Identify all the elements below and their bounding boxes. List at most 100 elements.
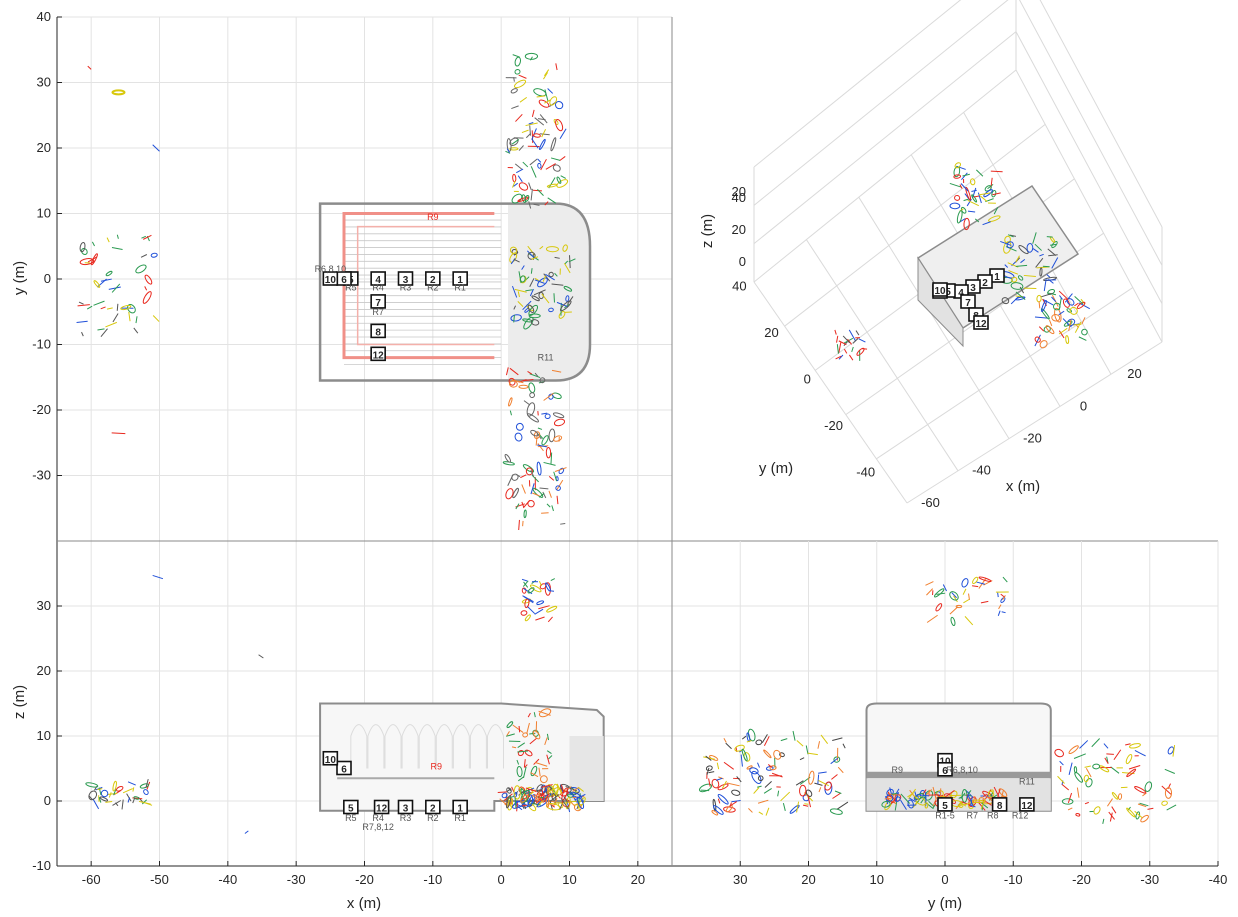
reflection-mark bbox=[548, 590, 555, 592]
reflection-mark bbox=[543, 273, 551, 282]
reflection-mark bbox=[967, 794, 974, 806]
reflection-mark bbox=[1076, 787, 1080, 798]
reflection-mark bbox=[551, 793, 557, 801]
reflection-mark bbox=[541, 129, 547, 138]
reflection-mark bbox=[958, 802, 964, 809]
reflection-mark bbox=[971, 189, 977, 193]
reflection-mark bbox=[1043, 278, 1047, 292]
reflection-mark bbox=[532, 730, 541, 740]
reflection-mark bbox=[527, 370, 533, 375]
source-box bbox=[370, 294, 386, 309]
source-label: 8 bbox=[375, 327, 381, 338]
reflection-mark bbox=[965, 186, 972, 201]
reflection-mark bbox=[512, 181, 516, 188]
reflection-mark bbox=[1010, 282, 1024, 290]
reflection-mark bbox=[539, 138, 546, 151]
reflection-mark bbox=[522, 161, 529, 168]
reflection-mark bbox=[838, 342, 842, 353]
reflection-mark bbox=[539, 775, 548, 784]
reflection-mark bbox=[960, 801, 972, 806]
reflection-mark bbox=[79, 258, 95, 266]
reflection-mark bbox=[1034, 316, 1048, 319]
reflection-mark bbox=[504, 453, 512, 463]
reflection-mark bbox=[77, 304, 90, 307]
reflection-mark bbox=[548, 755, 553, 760]
reflection-mark bbox=[967, 790, 972, 795]
reflection-mark bbox=[530, 319, 540, 326]
reflection-mark bbox=[554, 802, 559, 804]
reflection-mark bbox=[527, 794, 536, 807]
reflection-mark bbox=[514, 797, 517, 809]
panel-top-view: 123456107812R5R4R3R2R1R7R11R9R6,8,10 -30… bbox=[11, 9, 672, 541]
reflection-mark bbox=[832, 737, 843, 742]
reflection-mark bbox=[842, 743, 846, 749]
reflection-mark bbox=[534, 117, 545, 126]
reflection-mark bbox=[963, 198, 970, 202]
reflection-mark bbox=[961, 172, 968, 181]
reflection-mark bbox=[990, 791, 994, 797]
reflection-mark bbox=[773, 749, 782, 760]
reflection-mark bbox=[556, 495, 559, 505]
reflection-mark bbox=[698, 783, 712, 793]
floor-edge bbox=[906, 341, 1163, 504]
reflection-mark bbox=[538, 99, 550, 108]
reflection-mark bbox=[563, 263, 571, 274]
reflection-mark bbox=[518, 145, 524, 151]
reflection-mark bbox=[536, 95, 546, 98]
source-box bbox=[322, 750, 339, 766]
source-labels: 123456781012 bbox=[932, 268, 1005, 330]
reflection-mark bbox=[757, 762, 760, 768]
reflection-mark bbox=[514, 163, 523, 170]
y-tick-label: -20 bbox=[824, 418, 843, 433]
reflection-mark bbox=[520, 474, 527, 479]
reflection-mark bbox=[538, 790, 541, 798]
reflection-mark bbox=[981, 802, 989, 809]
reflection-mark bbox=[544, 201, 549, 206]
reflection-mark bbox=[534, 761, 548, 767]
y-tick-label: 10 bbox=[37, 728, 51, 743]
reflection-mark bbox=[1085, 778, 1093, 788]
reflection-mark bbox=[525, 122, 538, 127]
reflection-mark bbox=[894, 788, 900, 796]
reflection-mark bbox=[1142, 792, 1147, 797]
reflection-mark bbox=[510, 88, 518, 94]
reflection-mark bbox=[112, 313, 119, 323]
reflection-mark bbox=[817, 741, 821, 749]
reflection-mark bbox=[1023, 274, 1036, 278]
reflection-mark bbox=[954, 194, 961, 201]
reflection-mark bbox=[568, 258, 576, 263]
reflection-mark bbox=[1051, 257, 1059, 269]
reflection-mark bbox=[529, 278, 535, 287]
reflection-mark bbox=[528, 382, 536, 394]
reflection-mark bbox=[86, 305, 93, 310]
reflection-mark bbox=[1050, 243, 1057, 246]
x-tick-label: 0 bbox=[498, 872, 505, 887]
reflection-mark bbox=[509, 410, 512, 416]
reflection-mark bbox=[550, 137, 557, 152]
reflection-mark bbox=[1127, 806, 1131, 811]
reflection-mark bbox=[884, 799, 893, 811]
reflection-mark bbox=[926, 588, 934, 596]
reflection-mark bbox=[513, 79, 527, 89]
reflection-mark bbox=[1001, 297, 1010, 305]
reflection-mark bbox=[748, 808, 753, 813]
reflection-mark bbox=[1004, 264, 1009, 268]
reflection-mark bbox=[570, 791, 581, 799]
reflection-mark bbox=[529, 125, 531, 136]
receiver-label: R2 bbox=[427, 813, 439, 823]
source-box bbox=[370, 346, 386, 362]
reflection-mark bbox=[520, 794, 529, 803]
reflection-mark bbox=[530, 772, 539, 778]
reflection-mark bbox=[965, 790, 974, 798]
reflection-mark bbox=[814, 782, 823, 786]
reflection-mark bbox=[900, 799, 907, 810]
reflection-mark bbox=[1164, 768, 1175, 774]
reflection-mark bbox=[962, 173, 970, 177]
reflection-mark bbox=[848, 354, 854, 361]
reflection-mark bbox=[835, 355, 842, 360]
reflection-mark bbox=[829, 808, 843, 815]
reflection-mark bbox=[128, 311, 131, 322]
reflection-mark bbox=[533, 712, 536, 718]
